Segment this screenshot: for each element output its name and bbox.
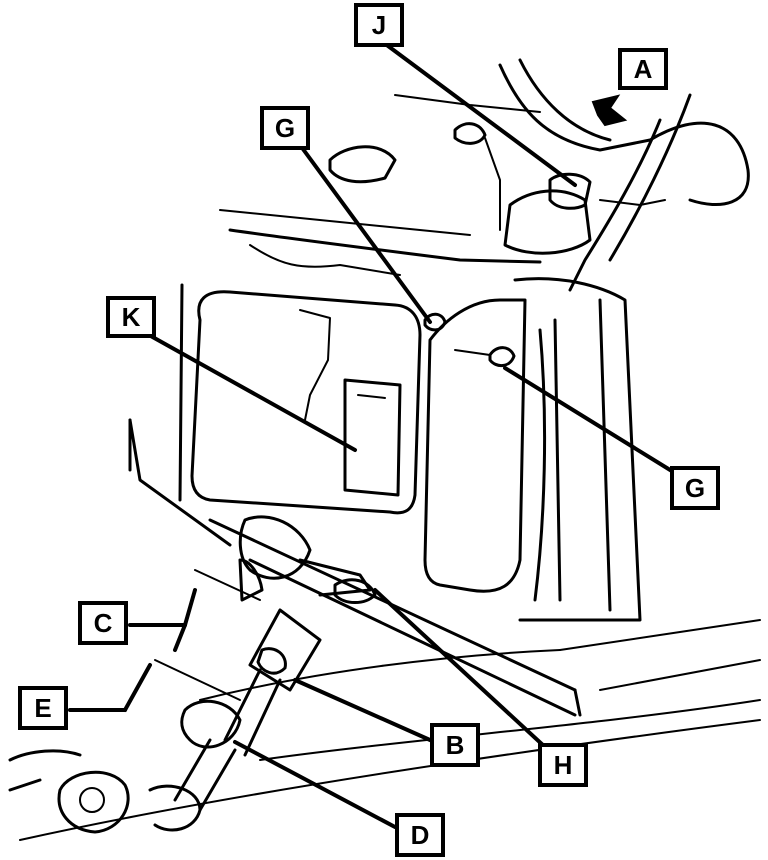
leader-j	[378, 38, 577, 187]
callout-j: J	[354, 3, 404, 47]
svg-text:B: B	[446, 730, 465, 760]
callout-d: D	[395, 813, 445, 857]
svg-text:G: G	[685, 473, 705, 503]
svg-text:H: H	[554, 750, 573, 780]
svg-text:K: K	[122, 302, 141, 332]
leader-k	[138, 328, 357, 452]
leader-lines	[68, 38, 677, 829]
leader-h	[373, 588, 547, 749]
callout-h: H	[538, 743, 588, 787]
callout-k: K	[106, 296, 156, 338]
callout-b: B	[430, 723, 480, 767]
leader-e-up	[123, 663, 152, 712]
svg-text:D: D	[411, 820, 430, 850]
callout-e: E	[18, 686, 68, 730]
svg-text:J: J	[372, 10, 386, 40]
leader-g-right	[503, 366, 677, 475]
leader-d	[233, 740, 397, 829]
svg-text:E: E	[34, 693, 51, 723]
leader-g-upper	[298, 143, 432, 324]
svg-text:G: G	[275, 113, 295, 143]
callout-g-right: G	[670, 466, 720, 510]
callout-g-upper: G	[260, 106, 310, 150]
line-art	[8, 58, 761, 841]
leader-c-down	[173, 623, 187, 652]
callout-a: A	[618, 48, 668, 90]
callout-c: C	[78, 601, 128, 645]
leader-b	[293, 678, 432, 742]
leader-c-up	[183, 588, 197, 627]
svg-text:A: A	[634, 54, 653, 84]
svg-text:C: C	[94, 608, 113, 638]
